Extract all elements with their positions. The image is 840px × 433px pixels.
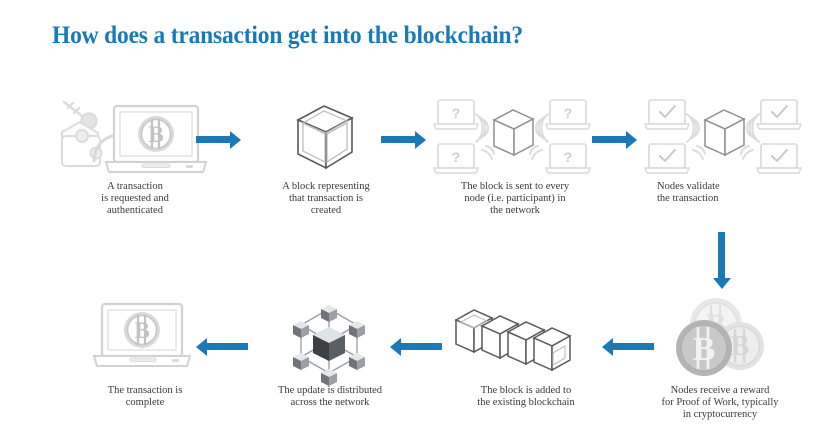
arrow-5-to-6 [602, 338, 654, 356]
svg-text:B: B [693, 331, 716, 368]
step-4-caption: Nodes validate the transaction [657, 181, 720, 205]
check-icon [771, 105, 788, 118]
signal-arcs-icon [475, 113, 549, 160]
page-title: How does a transaction get into the bloc… [52, 22, 523, 49]
svg-text:B: B [731, 331, 750, 362]
bitcoin-coin-icon: B [138, 116, 174, 152]
step-6-icon [452, 302, 600, 374]
step-7-caption: The update is distributed across the net… [277, 385, 383, 409]
svg-text:?: ? [452, 105, 461, 121]
step-8-icon: B [88, 300, 196, 372]
node-laptop-top-left-icon [643, 99, 691, 130]
node-laptop-bottom-left-icon: ? [432, 143, 480, 174]
bitcoin-coin-icon: B [124, 312, 160, 348]
step-3-icon: ? ? ? ? [432, 96, 592, 178]
step-5-icon: B B B [668, 296, 772, 378]
step-2-icon [284, 98, 364, 178]
outer-node-cubes-icon [293, 305, 365, 386]
step-7-icon [283, 295, 375, 387]
node-laptop-bottom-right-icon [755, 143, 803, 174]
check-icon [771, 149, 788, 162]
center-cube-icon [492, 109, 535, 157]
center-node-cube-icon [313, 327, 345, 361]
block-chain-row-icon [454, 309, 572, 372]
step-4-icon [643, 96, 803, 178]
arrow-4-to-5 [713, 232, 731, 290]
arrow-6-to-7 [390, 338, 442, 356]
node-laptop-bottom-right-icon: ? [544, 143, 592, 174]
arrow-7-to-8 [196, 338, 248, 356]
node-laptop-top-left-icon: ? [432, 99, 480, 130]
arrow-2-to-3 [381, 131, 427, 149]
check-icon [659, 149, 676, 162]
wallet-icon [61, 120, 103, 167]
svg-text:B: B [148, 122, 163, 147]
node-laptop-bottom-left-icon [643, 143, 691, 174]
step-8-caption: The transaction is complete [107, 385, 183, 409]
node-laptop-top-right-icon [755, 99, 803, 130]
arrow-1-to-2 [196, 131, 242, 149]
node-laptop-top-right-icon: ? [544, 99, 592, 130]
svg-text:?: ? [564, 105, 573, 121]
step-1-icon: B [58, 96, 208, 178]
check-icon [659, 105, 676, 118]
step-1-caption: A transaction is requested and authentic… [101, 181, 169, 217]
svg-text:?: ? [564, 149, 573, 165]
step-5-caption: Nodes receive a reward for Proof of Work… [661, 385, 779, 421]
step-3-caption: The block is sent to every node (i.e. pa… [460, 181, 570, 217]
step-2-caption: A block representing that transaction is… [282, 181, 370, 217]
center-cube-icon [703, 109, 746, 157]
signal-arcs-icon [686, 113, 760, 160]
bitcoin-coin-front-icon: B [676, 320, 732, 376]
svg-text:B: B [134, 318, 149, 343]
svg-text:?: ? [452, 149, 461, 165]
step-6-caption: The block is added to the existing block… [477, 385, 575, 409]
arrow-3-to-4 [592, 131, 638, 149]
